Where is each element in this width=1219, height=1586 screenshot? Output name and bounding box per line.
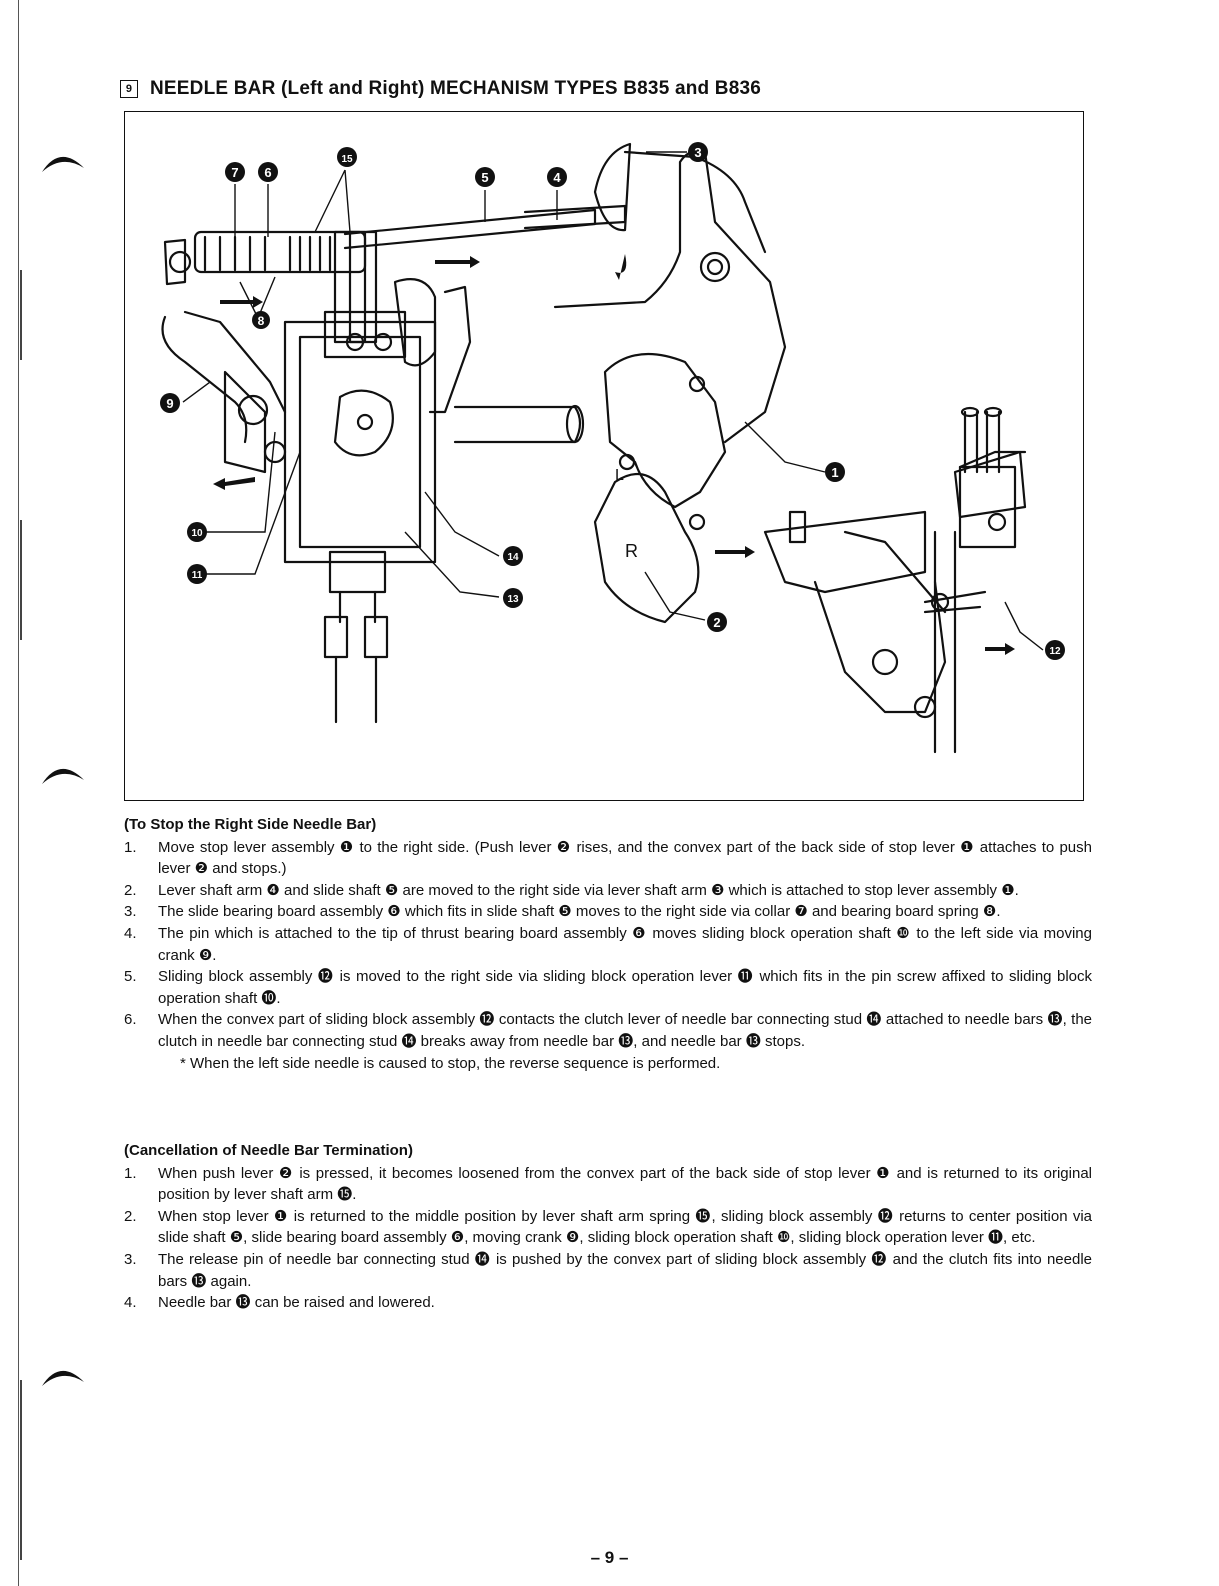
callout-6: 6: [258, 162, 278, 182]
reverse-sequence-note: * When the left side needle is caused to…: [180, 1054, 721, 1072]
callout-15: 15: [337, 147, 357, 167]
callout-4: 4: [547, 167, 567, 187]
section-heading: 9 NEEDLE BAR (Left and Right) MECHANISM …: [120, 78, 761, 100]
svg-text:2: 2: [713, 615, 720, 630]
list-item: 2.Lever shaft arm ❹ and slide shaft ❺ ar…: [124, 881, 1019, 899]
callout-9: 9: [160, 393, 180, 413]
callout-12: 12: [1045, 640, 1065, 660]
list-item: 3.The slide bearing board assembly ❻ whi…: [124, 903, 1001, 921]
list-item: 6.When the convex part of sliding block …: [124, 1011, 1092, 1050]
list-item: 3.The release pin of needle bar connecti…: [124, 1250, 1092, 1290]
binding-edge: [18, 0, 23, 1586]
svg-text:4: 4: [553, 170, 561, 185]
callout-3: 3: [688, 142, 708, 162]
list-item: 1.Move stop lever assembly ❶ to the righ…: [124, 838, 1092, 878]
stop-section-title: (To Stop the Right Side Needle Bar): [124, 816, 377, 833]
list-item: 1.When push lever ❷ is pressed, it becom…: [124, 1164, 1092, 1204]
callout-7: 7: [225, 162, 245, 182]
cancel-steps-list: 1.When push lever ❷ is pressed, it becom…: [122, 1163, 1092, 1314]
callout-5: 5: [475, 167, 495, 187]
binding-mark: [20, 1380, 22, 1560]
svg-text:3: 3: [694, 145, 701, 160]
svg-text:7: 7: [231, 165, 238, 180]
svg-text:1: 1: [831, 465, 838, 480]
svg-text:12: 12: [1049, 646, 1061, 657]
punch-hole-mark: [42, 156, 84, 172]
punch-hole-mark: [42, 1370, 84, 1386]
list-item: 5.Sliding block assembly ⓬ is moved to t…: [124, 968, 1092, 1007]
svg-text:14: 14: [507, 552, 519, 563]
punch-hole-mark: [42, 768, 84, 784]
svg-text:6: 6: [264, 165, 271, 180]
label-r: R: [625, 541, 638, 561]
list-item: 4.Needle bar ⓭ can be raised and lowered…: [124, 1294, 435, 1312]
binding-mark: [20, 270, 22, 360]
svg-text:13: 13: [507, 594, 519, 605]
mechanism-illustration: R L 3 5 4 15 7 6 8 9: [160, 142, 1065, 754]
svg-text:8: 8: [258, 314, 265, 328]
cancel-section-title: (Cancellation of Needle Bar Termination): [124, 1142, 413, 1159]
mechanism-diagram: R L 3 5 4 15 7 6 8 9: [124, 111, 1084, 801]
svg-text:10: 10: [191, 528, 203, 539]
cancel-section: (Cancellation of Needle Bar Termination)…: [122, 1140, 1092, 1314]
callout-11: 11: [187, 564, 207, 584]
binding-mark: [20, 520, 22, 640]
callout-1: 1: [825, 462, 845, 482]
svg-text:11: 11: [192, 570, 203, 581]
svg-text:15: 15: [341, 154, 353, 165]
label-l: L: [615, 467, 624, 484]
list-item: 4.The pin which is attached to the tip o…: [124, 924, 1092, 964]
callout-2: 2: [707, 612, 727, 632]
page-number: – 9 –: [590, 1548, 629, 1567]
svg-text:5: 5: [481, 170, 488, 185]
callout-14: 14: [503, 546, 523, 566]
callout-13: 13: [503, 588, 523, 608]
stop-section: (To Stop the Right Side Needle Bar) 1.Mo…: [122, 814, 1092, 1074]
callout-8: 8: [252, 311, 270, 329]
stop-steps-list: 1.Move stop lever assembly ❶ to the righ…: [122, 837, 1092, 1053]
svg-text:9: 9: [166, 396, 173, 411]
callout-10: 10: [187, 522, 207, 542]
list-item: 2.When stop lever ❶ is returned to the m…: [124, 1207, 1092, 1247]
section-number-box: 9: [120, 80, 138, 98]
page-title: NEEDLE BAR (Left and Right) MECHANISM TY…: [150, 78, 762, 99]
